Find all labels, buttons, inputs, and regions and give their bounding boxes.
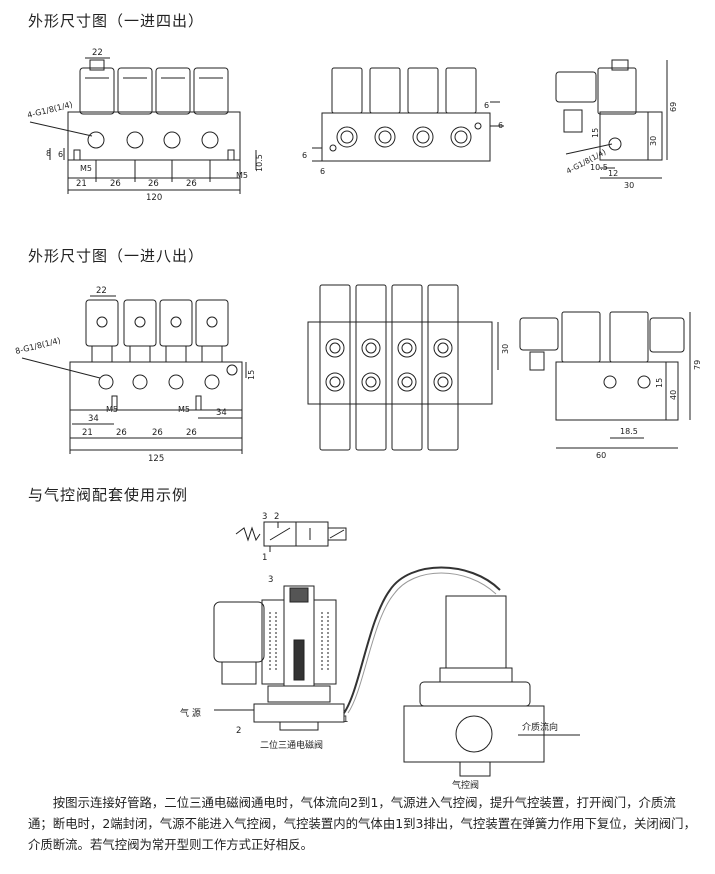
dim-10-5-side: 10.5 (590, 163, 608, 172)
dim-6-d: 6 (320, 167, 325, 176)
dim-21: 21 (76, 179, 87, 189)
dim-26-a: 26 (110, 179, 121, 189)
dim-22-eight: 22 (96, 286, 107, 296)
dim-21-eight: 21 (82, 428, 93, 438)
front-view-four-outlet (29, 57, 257, 194)
valve-port-3: 3 (268, 575, 273, 585)
label-m5-a: M5 (106, 405, 118, 414)
dim-18-5: 18.5 (620, 427, 638, 436)
usage-description: 按图示连接好管路，二位三通电磁阀通电时，气体流向2到1，气源进入气控阀，提升气控… (28, 795, 696, 852)
valve-port-1: 1 (343, 715, 348, 725)
side-view-eight-outlet (519, 311, 691, 449)
dim-15-side-eight: 15 (655, 378, 664, 388)
dim-6: 6 (58, 150, 63, 159)
dim-30-height: 30 (649, 136, 658, 146)
pneumatic-valve (403, 595, 545, 777)
dim-60: 60 (596, 451, 606, 460)
air-pipe-inner (347, 572, 497, 714)
dim-8: 8 (46, 149, 51, 158)
label-m5-left: M5 (80, 164, 92, 173)
label-m5-right: M5 (236, 171, 248, 180)
solenoid-valve-section (213, 585, 345, 731)
dim-26-c: 26 (186, 179, 197, 189)
dim-69: 69 (669, 102, 678, 112)
label-pneumatic-valve: 气控阀 (452, 779, 479, 791)
air-pipe (343, 566, 501, 714)
section-title-one-in-eight-out: 外形尺寸图（一进八出） (28, 247, 205, 265)
dim-15-eight: 15 (247, 370, 256, 380)
label-air-source: 气 源 (180, 707, 201, 719)
label-port-thread: 4-G1/8(1/4) (26, 100, 73, 120)
dim-40: 40 (669, 390, 678, 400)
top-view-four-outlet (312, 67, 504, 162)
top-view-eight-outlet (307, 284, 499, 451)
label-solenoid-valve: 二位三通电磁阀 (260, 739, 323, 751)
schematic-port-2: 2 (274, 512, 279, 522)
schematic-port-1: 1 (262, 553, 267, 563)
dim-79: 79 (693, 360, 702, 370)
dim-125: 125 (148, 454, 164, 464)
dim-34-a: 34 (88, 414, 99, 424)
section-title-usage-example: 与气控阀配套使用示例 (28, 486, 189, 504)
schematic-port-3: 3 (262, 512, 267, 522)
dim-22: 22 (92, 48, 103, 58)
dim-26-b: 26 (148, 179, 159, 189)
dim-34-b: 34 (216, 408, 227, 418)
side-view-four-outlet (555, 59, 668, 179)
front-view-eight-outlet (21, 295, 247, 454)
dim-26-b-eight: 26 (152, 428, 163, 438)
valve-schematic-symbol (235, 521, 347, 552)
dim-12: 12 (608, 169, 618, 178)
dim-6-c: 6 (302, 151, 307, 160)
label-m5-b: M5 (178, 405, 190, 414)
dim-26-c-eight: 26 (186, 428, 197, 438)
section-title-one-in-four-out: 外形尺寸图（一进四出） (28, 12, 205, 30)
dim-15: 15 (591, 128, 600, 138)
dim-6-b: 6 (498, 121, 503, 130)
dim-30-eight-top: 30 (501, 344, 510, 354)
dim-26-a-eight: 26 (116, 428, 127, 438)
label-port-thread-eight: 8-G1/8(1/4) (14, 336, 61, 356)
label-medium-flow: 介质流向 (522, 721, 558, 733)
dim-10-5: 10.5 (255, 154, 264, 172)
dim-120: 120 (146, 193, 162, 203)
dim-6-a: 6 (484, 101, 489, 110)
valve-port-2: 2 (236, 726, 241, 736)
dim-30-width: 30 (624, 181, 634, 190)
